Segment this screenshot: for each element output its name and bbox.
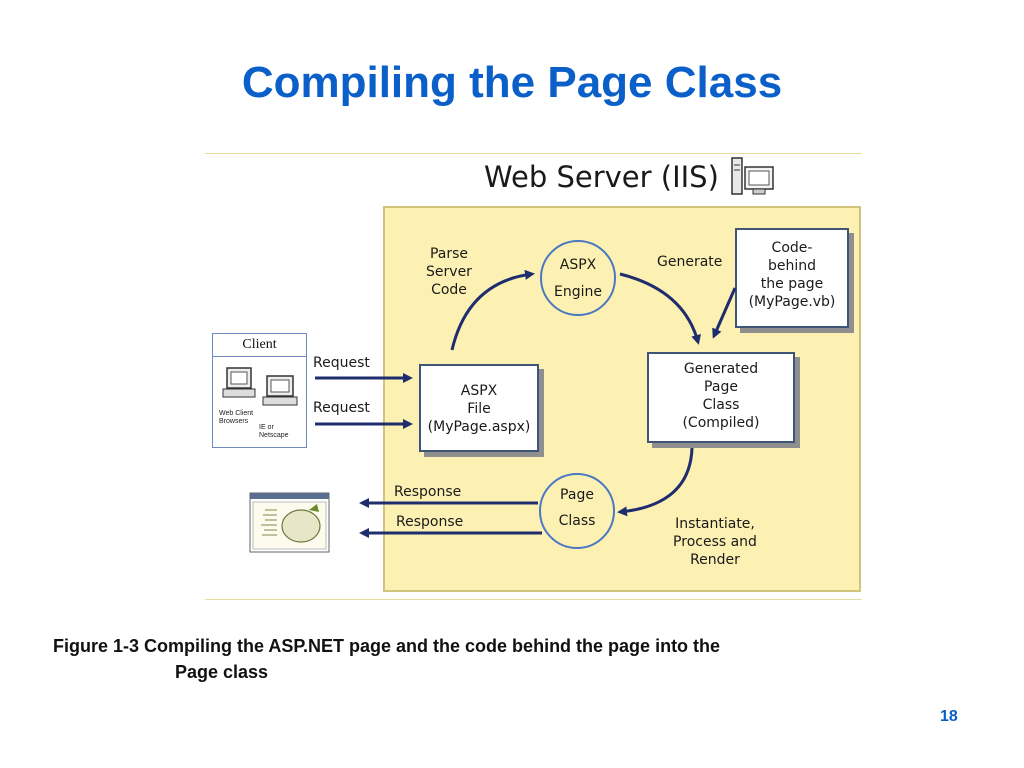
response-label-2: Response: [396, 514, 464, 530]
generate-label: Generate: [657, 254, 723, 270]
codebehind-arrow: [712, 287, 737, 339]
code-behind-line1: Code-: [771, 240, 813, 256]
code-behind-line3: the page: [760, 276, 824, 292]
aspx-file-line3: (MyPage.aspx): [427, 419, 531, 435]
code-behind-line2: behind: [767, 258, 817, 274]
code-behind-line4: (MyPage.vb): [748, 294, 836, 310]
caption-line1: Figure 1-3 Compiling the ASP.NET page an…: [53, 636, 721, 656]
aspx-file-line1: ASPX: [460, 383, 498, 399]
code-behind-node: Code- behind the page (MyPage.vb): [735, 228, 849, 328]
page-class-node: Page Class: [539, 473, 615, 549]
caption-line2: Page class: [175, 662, 269, 682]
parse-arrow: [450, 269, 535, 351]
generated-line4: (Compiled): [682, 415, 760, 431]
aspx-engine-line2: Engine: [554, 284, 602, 300]
generated-line3: Class: [702, 397, 740, 413]
web-server-title: Web Server (IIS): [484, 160, 719, 194]
page-class-line1: Page: [560, 487, 594, 503]
generated-line1: Generated: [683, 361, 759, 377]
aspx-file-line2: File: [467, 401, 491, 417]
page-number: 18: [940, 708, 958, 725]
request-label-1: Request: [313, 355, 370, 371]
ie-netscape-label: IE or Netscape: [259, 424, 289, 439]
client-heading: Client: [213, 334, 306, 357]
figure-caption: Figure 1-3 Compiling the ASP.NET page an…: [53, 633, 720, 685]
client-computers-icon: [222, 367, 298, 406]
aspx-engine-line1: ASPX: [559, 257, 597, 273]
generated-page-class-node: Generated Page Class (Compiled): [647, 352, 795, 443]
instantiate-label: Instantiate, Process and Render: [662, 515, 768, 569]
bottom-divider: [205, 599, 862, 600]
generated-line2: Page: [704, 379, 738, 395]
aspx-file-node: ASPX File (MyPage.aspx): [419, 364, 539, 452]
aspx-engine-node: ASPX Engine: [540, 240, 616, 316]
parse-line1: Parse: [429, 246, 469, 262]
top-divider: [205, 153, 862, 154]
parse-line2: Server: [426, 264, 472, 280]
instantiate-line2: Process and: [673, 534, 757, 550]
server-computer-icon: [731, 157, 774, 195]
page-class-line2: Class: [558, 513, 596, 529]
parse-server-code-label: Parse Server Code: [414, 245, 484, 299]
browser-page-thumbnail-icon: [249, 492, 330, 553]
client-box: Client Web Client Browsers IE or Netscap…: [212, 333, 307, 448]
web-client-browsers-label: Web Client Browsers: [219, 410, 254, 425]
instantiate-line1: Instantiate,: [675, 516, 755, 532]
instantiate-line3: Render: [690, 552, 740, 568]
instantiate-arrow: [617, 447, 694, 517]
page-title: Compiling the Page Class: [241, 58, 783, 107]
generate-arrow: [619, 272, 702, 345]
parse-line3: Code: [431, 282, 467, 298]
request-label-2: Request: [313, 400, 370, 416]
response-label-1: Response: [394, 484, 462, 500]
